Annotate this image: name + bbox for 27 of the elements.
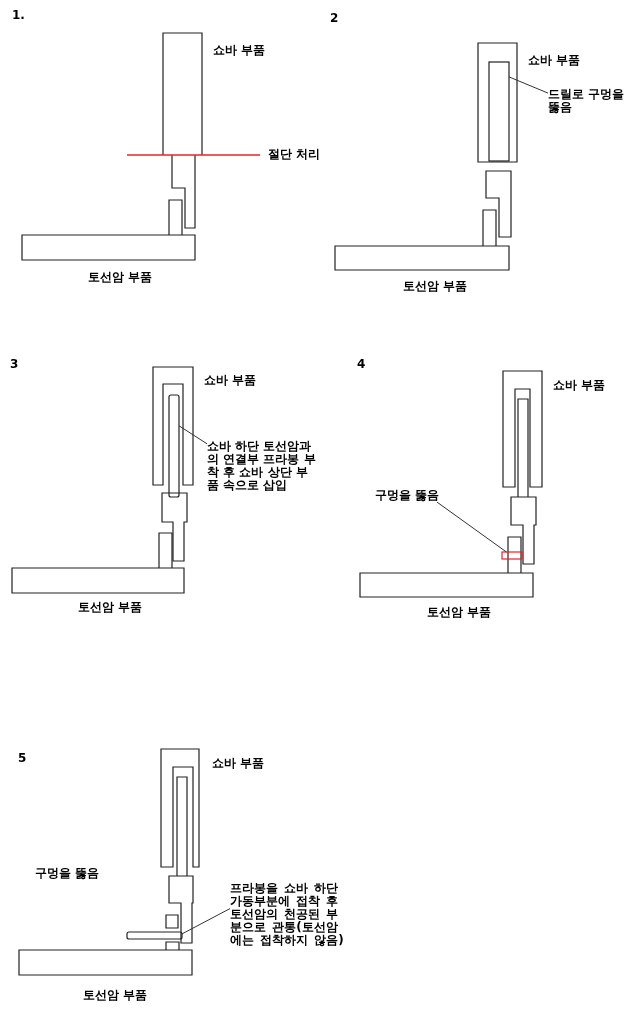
part-label: 쇼바 부품 bbox=[204, 374, 257, 387]
part-label: 토선암 부품 bbox=[83, 989, 148, 1002]
part-label: 토선암 부품 bbox=[403, 280, 468, 293]
rod bbox=[126, 931, 183, 940]
callout-text: 프라봉을 쇼바 하단 가동부분에 접착 후 토선암의 천공된 부분으로 관통(토선암에는 접착하지 않음) bbox=[230, 882, 344, 947]
step-number: 2 bbox=[330, 12, 339, 25]
part-label: 토선암 부품 bbox=[78, 601, 143, 614]
hole-marker bbox=[501, 551, 523, 560]
part-label: 토선암 부품 bbox=[88, 271, 153, 284]
leader-line bbox=[181, 908, 231, 935]
part-label: 쇼바 부품 bbox=[213, 44, 266, 57]
part-label: 토선암 부품 bbox=[427, 606, 492, 619]
cut-label: 절단 처리 bbox=[268, 148, 321, 161]
step-number: 5 bbox=[18, 752, 27, 765]
part-label: 쇼바 부품 bbox=[528, 54, 581, 67]
callout-text: 쇼바 하단 토선암과의 연결부 프라봉 부착 후 쇼바 상단 부품 속으로 삽입 bbox=[207, 440, 318, 492]
rod bbox=[168, 394, 180, 498]
leader-line bbox=[436, 501, 507, 553]
callout-text: 구멍을 뚫음 bbox=[375, 489, 440, 502]
step-number: 3 bbox=[10, 358, 19, 371]
step-number: 1. bbox=[12, 9, 25, 22]
annotation-text: 구멍을 뚫음 bbox=[35, 867, 100, 880]
step-number: 4 bbox=[357, 358, 366, 371]
hole-outline bbox=[488, 61, 510, 162]
part-label: 쇼바 부품 bbox=[553, 379, 606, 392]
part-label: 쇼바 부품 bbox=[212, 757, 265, 770]
callout-text: 드릴로 구멍을 뚫음 bbox=[548, 88, 636, 114]
